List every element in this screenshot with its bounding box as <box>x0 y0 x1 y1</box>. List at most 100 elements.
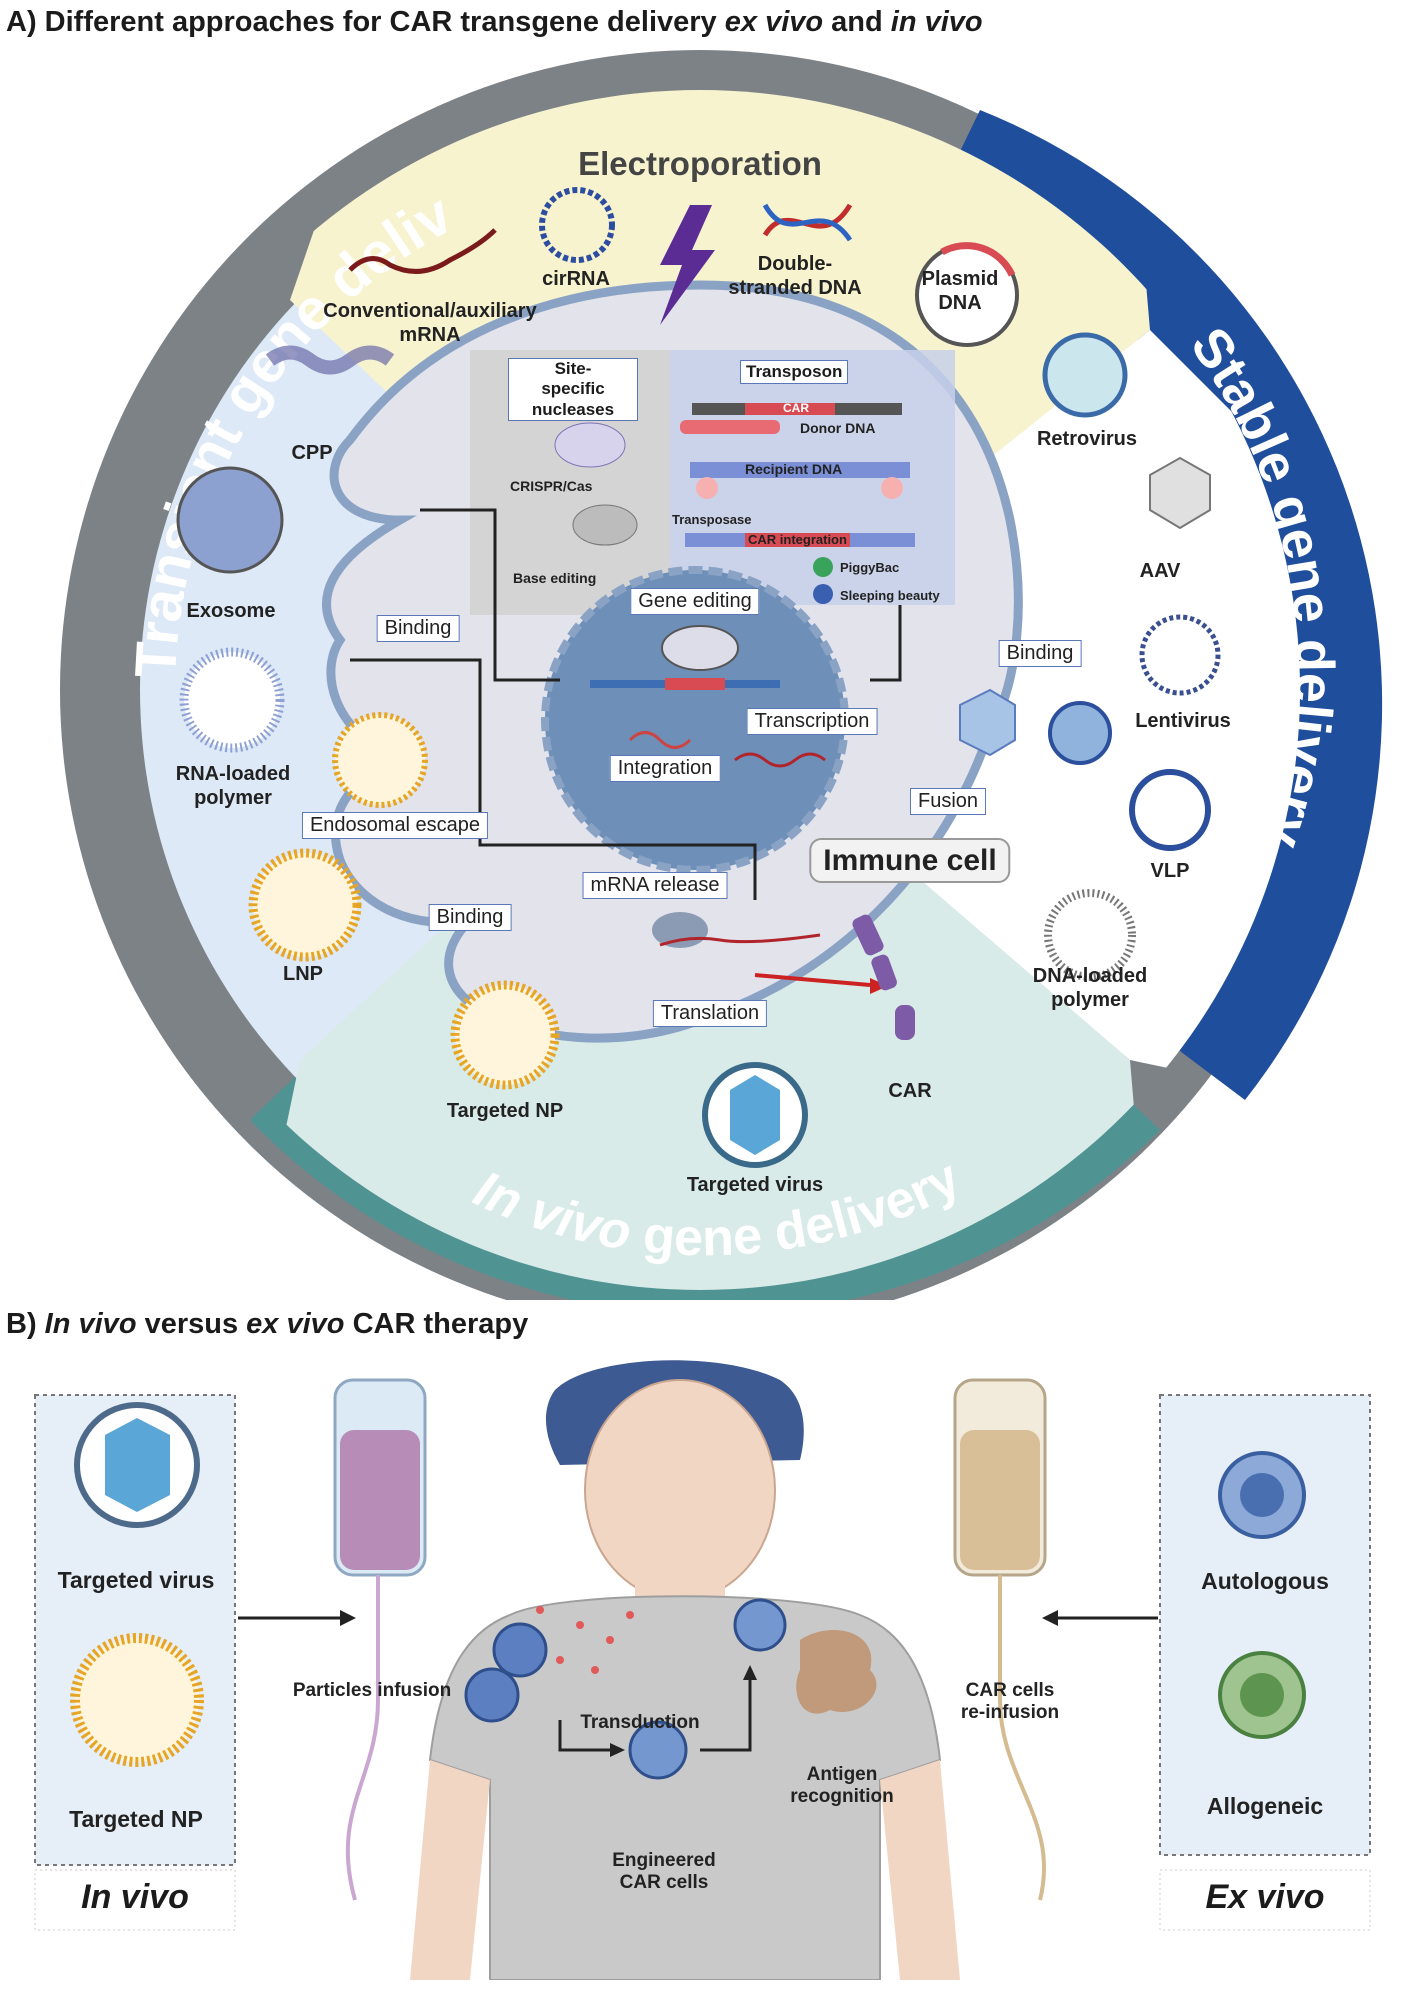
cpp-label: CPP <box>291 442 333 464</box>
binding-box-3: Binding <box>428 904 512 931</box>
t-cell-icon-2 <box>464 1667 520 1723</box>
plasmid-insert <box>940 242 1016 277</box>
arrow-transduction-head <box>610 1743 625 1757</box>
vlp-icon <box>1129 769 1211 851</box>
mrna-translation-icon <box>659 933 821 947</box>
particle-dot-6 <box>626 1611 634 1619</box>
panel-a-title-in-vivo: in vivo <box>890 6 983 38</box>
engineered-line1: Engineered <box>612 1850 716 1871</box>
sleeping-beauty-label: Sleeping beauty <box>840 588 940 603</box>
in-vivo-bottom-label: In vivo <box>81 1878 189 1916</box>
autologous-label: Autologous <box>1201 1568 1329 1594</box>
ribosome-icon <box>652 912 708 948</box>
particles-tube <box>345 1575 380 1901</box>
endosome-lnp-icon <box>332 712 428 808</box>
aav-label: AAV <box>1139 560 1181 582</box>
transcription-box: Transcription <box>746 708 878 735</box>
car-cell-icon <box>733 1598 787 1652</box>
targeted-np-b-icon <box>70 1633 204 1767</box>
rna-polymer-label-line1: RNA-loaded <box>175 763 291 785</box>
car-receptor-domain-1 <box>852 914 884 956</box>
particle-dot-5 <box>591 1666 599 1674</box>
crispr-cas-icon <box>554 422 626 468</box>
autologous-nucleus-icon <box>1240 1473 1284 1517</box>
recipient-dna-label: Recipient DNA <box>745 461 843 477</box>
translation-arrowhead <box>870 978 888 994</box>
panel-b-title-end: CAR therapy <box>352 1308 529 1340</box>
panel-a-title-ex-vivo: ex vivo <box>724 6 824 38</box>
binding-box-1: Binding <box>376 615 460 642</box>
immune-cell-label: Immune cell <box>809 838 1011 884</box>
ex-vivo-label-box <box>1159 1869 1371 1931</box>
piggybac-icon <box>813 557 833 577</box>
piggybac-label: PiggyBac <box>840 560 900 575</box>
dna-polymer-label-line1: DNA-loaded <box>1032 965 1148 987</box>
dna-polymer-label: DNA-loaded polymer <box>1033 965 1147 1012</box>
donor-dna-label: Donor DNA <box>800 420 876 436</box>
aav-icon <box>1149 456 1211 530</box>
lnp-icon <box>248 848 362 962</box>
panel-a-title-main: Different approaches for CAR transgene d… <box>44 6 717 38</box>
binding-box-2: Binding <box>998 640 1082 667</box>
arrow-to-particles-bag-head <box>340 1610 356 1626</box>
dsdna-icon-strand-b <box>762 203 853 242</box>
particle-dot-3 <box>606 1636 614 1644</box>
ex-vivo-bottom-label: Ex vivo <box>1205 1878 1325 1916</box>
panel-a-title-and: and <box>831 6 883 38</box>
rna-polymer-label-line2: polymer <box>194 786 272 809</box>
tumor-cell-icon <box>796 1630 877 1714</box>
panel-b-title-versus: versus <box>144 1308 239 1340</box>
b-targeted-virus-label: Targeted virus <box>57 1567 215 1593</box>
exosome-label: Exosome <box>186 600 276 622</box>
engineered-line2: CAR cells <box>619 1872 709 1894</box>
retrovirus-label: Retrovirus <box>1036 428 1138 450</box>
therapy-comparison-diagram <box>34 1360 1371 1980</box>
translation-box: Translation <box>652 1000 768 1027</box>
arrow-endosome-to-translation <box>350 658 757 900</box>
endosomal-escape-box: Endosomal escape <box>301 812 489 839</box>
transposase-label: Transposase <box>672 512 752 527</box>
arrow-transposon-to-nucleus <box>870 605 902 682</box>
delivery-wheel-diagram: Transient gene delivery Stable gene deli… <box>60 50 1383 1300</box>
allogeneic-label: Allogeneic <box>1206 1793 1324 1819</box>
arrow-transduction <box>558 1720 610 1752</box>
fusing-virus-icon <box>1048 701 1112 765</box>
nucleases-line2: specific <box>541 379 605 399</box>
plasmid-label-line1: Plasmid <box>921 268 999 290</box>
transposon-car-label: CAR <box>783 401 809 415</box>
lentivirus-label: Lentivirus <box>1135 710 1231 732</box>
patient-left-arm-icon <box>410 1760 490 1980</box>
retrovirus-icon <box>1042 332 1128 418</box>
car-integration-label: CAR integration <box>748 532 847 547</box>
recipient-dna-bar <box>690 462 910 478</box>
targeted-np-icon <box>450 980 560 1090</box>
car-receptor-domain-2 <box>871 954 897 991</box>
electroporation-title: Electroporation <box>578 145 822 182</box>
transposon-label: Transposon <box>740 360 849 384</box>
antigen-line2: recognition <box>790 1786 894 1808</box>
particles-infusion-label: Particles infusion <box>292 1680 452 1701</box>
dsdna-label-line1: Double- <box>757 253 833 275</box>
mrna-release-box: mRNA release <box>582 872 728 899</box>
integrated-car-segment <box>745 533 850 547</box>
particle-dot-4 <box>556 1656 564 1664</box>
donor-dna-bar <box>680 420 780 434</box>
dsdna-label-line2: stranded DNA <box>728 276 862 299</box>
targeted-virus-capsid <box>730 1075 780 1155</box>
car-receptor-domain-3 <box>895 1005 915 1040</box>
allogeneic-nucleus-icon <box>1240 1673 1284 1717</box>
mrna-label-line1: Conventional/auxiliary <box>323 300 537 322</box>
car-cells-line2: re-infusion <box>960 1702 1060 1724</box>
base-editing-label: Base editing <box>513 570 597 586</box>
particle-dot-1 <box>536 1606 544 1614</box>
nucleases-line1: Site- <box>554 359 592 378</box>
transcribed-mrna-icon <box>734 752 826 768</box>
antigen-recognition-label: Antigen recognition <box>790 1764 893 1809</box>
car-cells-tube <box>998 1575 1047 1901</box>
engineered-car-cell-icon <box>628 1720 688 1780</box>
car-label: CAR <box>888 1080 932 1102</box>
integration-box: Integration <box>609 755 721 782</box>
fusion-box: Fusion <box>909 788 987 815</box>
cirrna-label: cirRNA <box>542 268 610 290</box>
in-vivo-label-box <box>34 1869 236 1931</box>
